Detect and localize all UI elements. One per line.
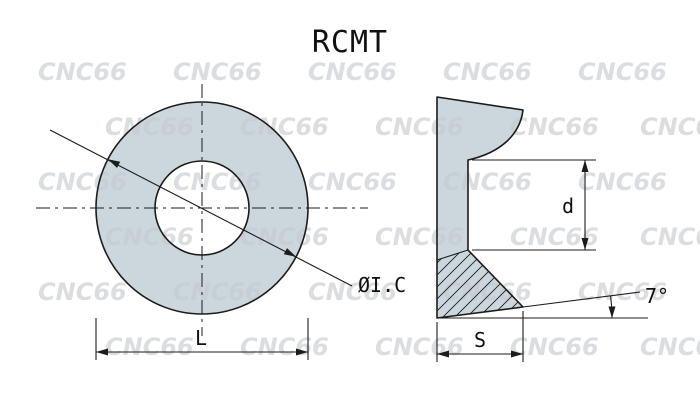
watermark-text: CNC66: [38, 278, 127, 306]
angle-arrowhead-icon: [608, 306, 616, 318]
d-dimension-label: d: [562, 194, 574, 218]
watermark-text: CNC66: [578, 58, 667, 86]
watermark-text: CNC66: [640, 223, 700, 251]
watermark-text: CNC66: [443, 58, 532, 86]
side-view-outline: [436, 96, 524, 319]
s-arrowhead-right-icon: [511, 350, 523, 358]
d-arrowhead-bottom-icon: [581, 238, 589, 250]
watermark-text: CNC66: [105, 223, 194, 251]
s-arrowhead-left-icon: [437, 350, 449, 358]
d-arrowhead-top-icon: [581, 160, 589, 172]
watermark-text: CNC66: [578, 168, 667, 196]
watermark-text: CNC66: [105, 333, 194, 361]
inscribed-circle-label: ØI.C: [358, 273, 406, 297]
page-title: RCMT: [312, 25, 388, 60]
watermark-text: CNC66: [173, 168, 262, 196]
watermark-text: CNC66: [510, 333, 599, 361]
clearance-angle-label: 7°: [645, 284, 669, 308]
front-view: ØI.C L: [36, 84, 406, 360]
l-arrowhead-right-icon: [296, 348, 308, 356]
watermark-text: CNC66: [640, 333, 700, 361]
watermark-text: CNC66: [640, 113, 700, 141]
diameter-arrowhead-upper-icon: [107, 159, 121, 168]
l-dimension-label: L: [195, 326, 207, 350]
s-dimension-label: S: [474, 328, 486, 352]
watermark-text: CNC66: [308, 168, 397, 196]
watermark-text: CNC66: [375, 333, 464, 361]
watermark-text: CNC66: [308, 58, 397, 86]
watermark-text: CNC66: [443, 168, 532, 196]
inscribed-circle-diameter-line: [49, 129, 353, 287]
angle-slanted-line: [522, 291, 641, 308]
watermark-text: CNC66: [173, 278, 262, 306]
diameter-arrowhead-lower-icon: [283, 248, 297, 257]
watermark-text: CNC66: [240, 113, 329, 141]
watermark-text: CNC66: [240, 223, 329, 251]
watermark-text: CNC66: [375, 223, 464, 251]
watermark-text: CNC66: [38, 58, 127, 86]
l-arrowhead-left-icon: [96, 348, 108, 356]
side-view: d 7° S: [436, 96, 669, 362]
watermark-text: CNC66: [578, 278, 667, 306]
watermark-text: CNC66: [105, 113, 194, 141]
watermark-text: CNC66: [510, 113, 599, 141]
side-view-body: [437, 97, 523, 318]
watermark-text: CNC66: [38, 168, 127, 196]
watermark-text: CNC66: [308, 278, 397, 306]
watermark-text: CNC66: [173, 58, 262, 86]
watermark-text: CNC66: [240, 333, 329, 361]
watermark-text: CNC66: [375, 113, 464, 141]
